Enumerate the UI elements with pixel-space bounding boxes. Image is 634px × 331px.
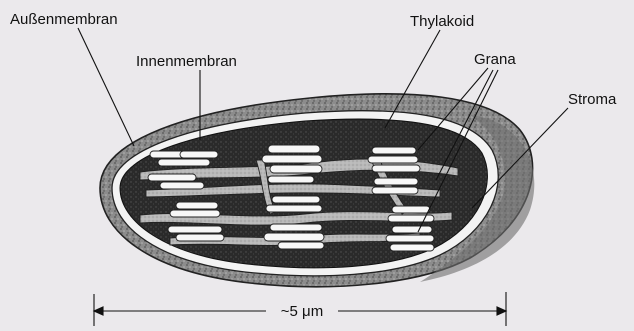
leader-outer-membrane [78, 28, 134, 146]
scale-bar-label: ~5 μm [281, 303, 323, 320]
label-inner-membrane: Innenmembran [136, 53, 237, 70]
label-thylakoid: Thylakoid [410, 13, 474, 30]
label-grana: Grana [474, 51, 516, 68]
scale-bar-arrow-left [94, 307, 103, 315]
label-stroma: Stroma [568, 91, 617, 108]
label-outer-membrane: Außenmembran [10, 11, 118, 28]
scale-bar-arrow-right [497, 307, 506, 315]
